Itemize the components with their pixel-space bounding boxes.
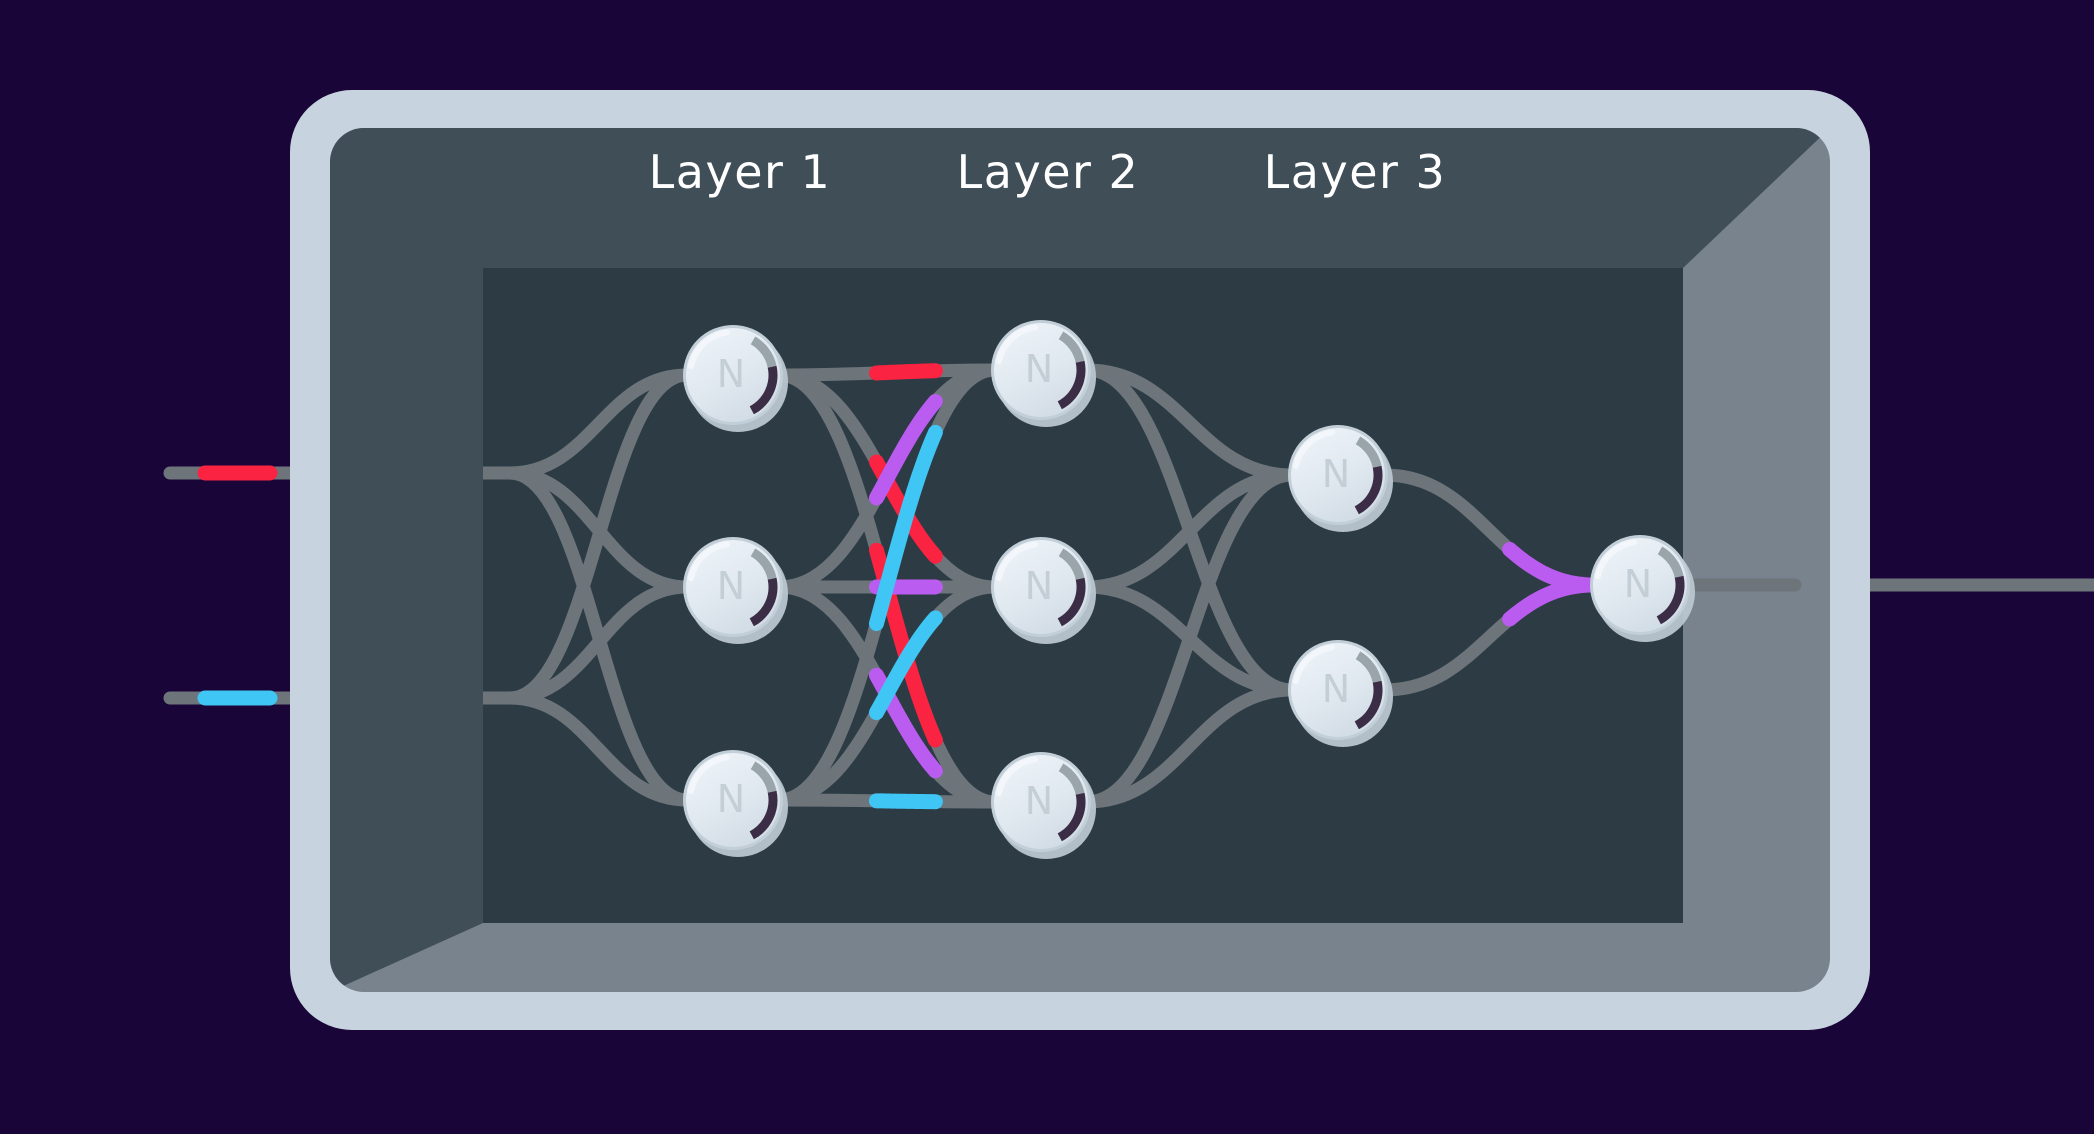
neuron-status-arc-light — [750, 548, 777, 580]
synapse-wire — [1080, 363, 1299, 482]
neuron-highlight — [1594, 539, 1638, 580]
neuron-status-arc-light — [1058, 331, 1085, 363]
input-branch-wire — [503, 368, 694, 480]
neuron-highlight — [995, 541, 1039, 582]
neuron-status-arc-dark — [1057, 360, 1086, 410]
neuron-highlight — [687, 329, 731, 370]
neuron-status-arc-light — [1657, 546, 1684, 578]
neuron-letter: N — [717, 564, 745, 608]
neuron-highlight — [687, 754, 731, 795]
neuron-highlight — [687, 541, 731, 582]
synapse-signal-segment — [868, 363, 943, 381]
neuron-node: N — [991, 752, 1096, 859]
neuron-letter: N — [1025, 779, 1053, 823]
synapse-wire — [1080, 468, 1299, 809]
neuron-node: N — [683, 750, 788, 857]
neuron-status-arc-dark — [1057, 577, 1086, 627]
neuron-node: N — [1288, 640, 1393, 747]
synapse-signal-segment — [868, 793, 943, 810]
neuron-face — [994, 540, 1088, 634]
neuron-face — [686, 540, 780, 634]
neuron-node: N — [683, 537, 788, 644]
synapse-signal-segment — [868, 394, 943, 506]
neuron-face — [686, 328, 780, 422]
synapse-wire — [1080, 468, 1299, 594]
neuron-node: N — [683, 325, 788, 432]
neuron-highlight — [1292, 429, 1336, 470]
input-branch-wire — [503, 691, 694, 807]
neuron-node: N — [991, 320, 1096, 427]
chip-wall-top-left — [330, 128, 1830, 992]
neuron-status-arc-dark — [749, 577, 778, 627]
neuron-status-arc-dark — [749, 365, 778, 415]
neuron-node: N — [1590, 535, 1695, 642]
neuron-status-arc-light — [750, 761, 777, 793]
neuron-status-arc-light — [1355, 651, 1382, 683]
neuron-status-arc-light — [1058, 763, 1085, 795]
neuron-status-arc-dark — [1354, 465, 1383, 515]
layer-2-label: Layer 2 — [956, 145, 1140, 199]
synapse-wire — [1080, 683, 1299, 809]
neuron-letter: N — [1025, 564, 1053, 608]
layer-1-label: Layer 1 — [648, 145, 832, 199]
layer-3-label: Layer 3 — [1263, 145, 1447, 199]
neuron-status-arc-dark — [1656, 575, 1685, 625]
neuron-highlight — [1292, 644, 1336, 685]
edges-layer2-layer3 — [1080, 363, 1299, 809]
edges-layer3-output — [1377, 468, 1601, 697]
synapse-signal-segment — [868, 424, 943, 632]
neuron-letter: N — [717, 352, 745, 396]
input-branch-wire — [503, 580, 694, 705]
neuron-status-arc-dark — [1354, 680, 1383, 730]
synapse-signal-segment — [1502, 577, 1599, 627]
neuron-face — [1291, 428, 1385, 522]
input-branch-wire — [503, 368, 694, 705]
neuron-status-arc-light — [750, 336, 777, 368]
neuron-nodes: N N N N N N N N N — [683, 320, 1695, 859]
neuron-node: N — [991, 537, 1096, 644]
neuron-letter: N — [1624, 562, 1652, 606]
neuron-face — [994, 323, 1088, 417]
network-graph — [483, 363, 1601, 810]
neuron-highlight — [995, 324, 1039, 365]
neuron-face — [686, 753, 780, 847]
neuron-status-arc-dark — [749, 790, 778, 840]
neuron-node: N — [1288, 425, 1393, 532]
neuron-letter: N — [717, 777, 745, 821]
neuron-face — [1593, 538, 1687, 632]
neuron-status-arc-light — [1058, 548, 1085, 580]
neuron-status-arc-dark — [1057, 792, 1086, 842]
neuron-letter: N — [1322, 667, 1350, 711]
input-leads — [483, 368, 694, 807]
neuron-highlight — [995, 756, 1039, 797]
edges-layer1-layer2 — [772, 363, 1002, 810]
neuron-status-arc-light — [1355, 436, 1382, 468]
synapse-signal-segment — [868, 610, 943, 721]
neuron-letter: N — [1322, 452, 1350, 496]
neuron-letter: N — [1025, 347, 1053, 391]
neuron-face — [994, 755, 1088, 849]
neuron-face — [1291, 643, 1385, 737]
